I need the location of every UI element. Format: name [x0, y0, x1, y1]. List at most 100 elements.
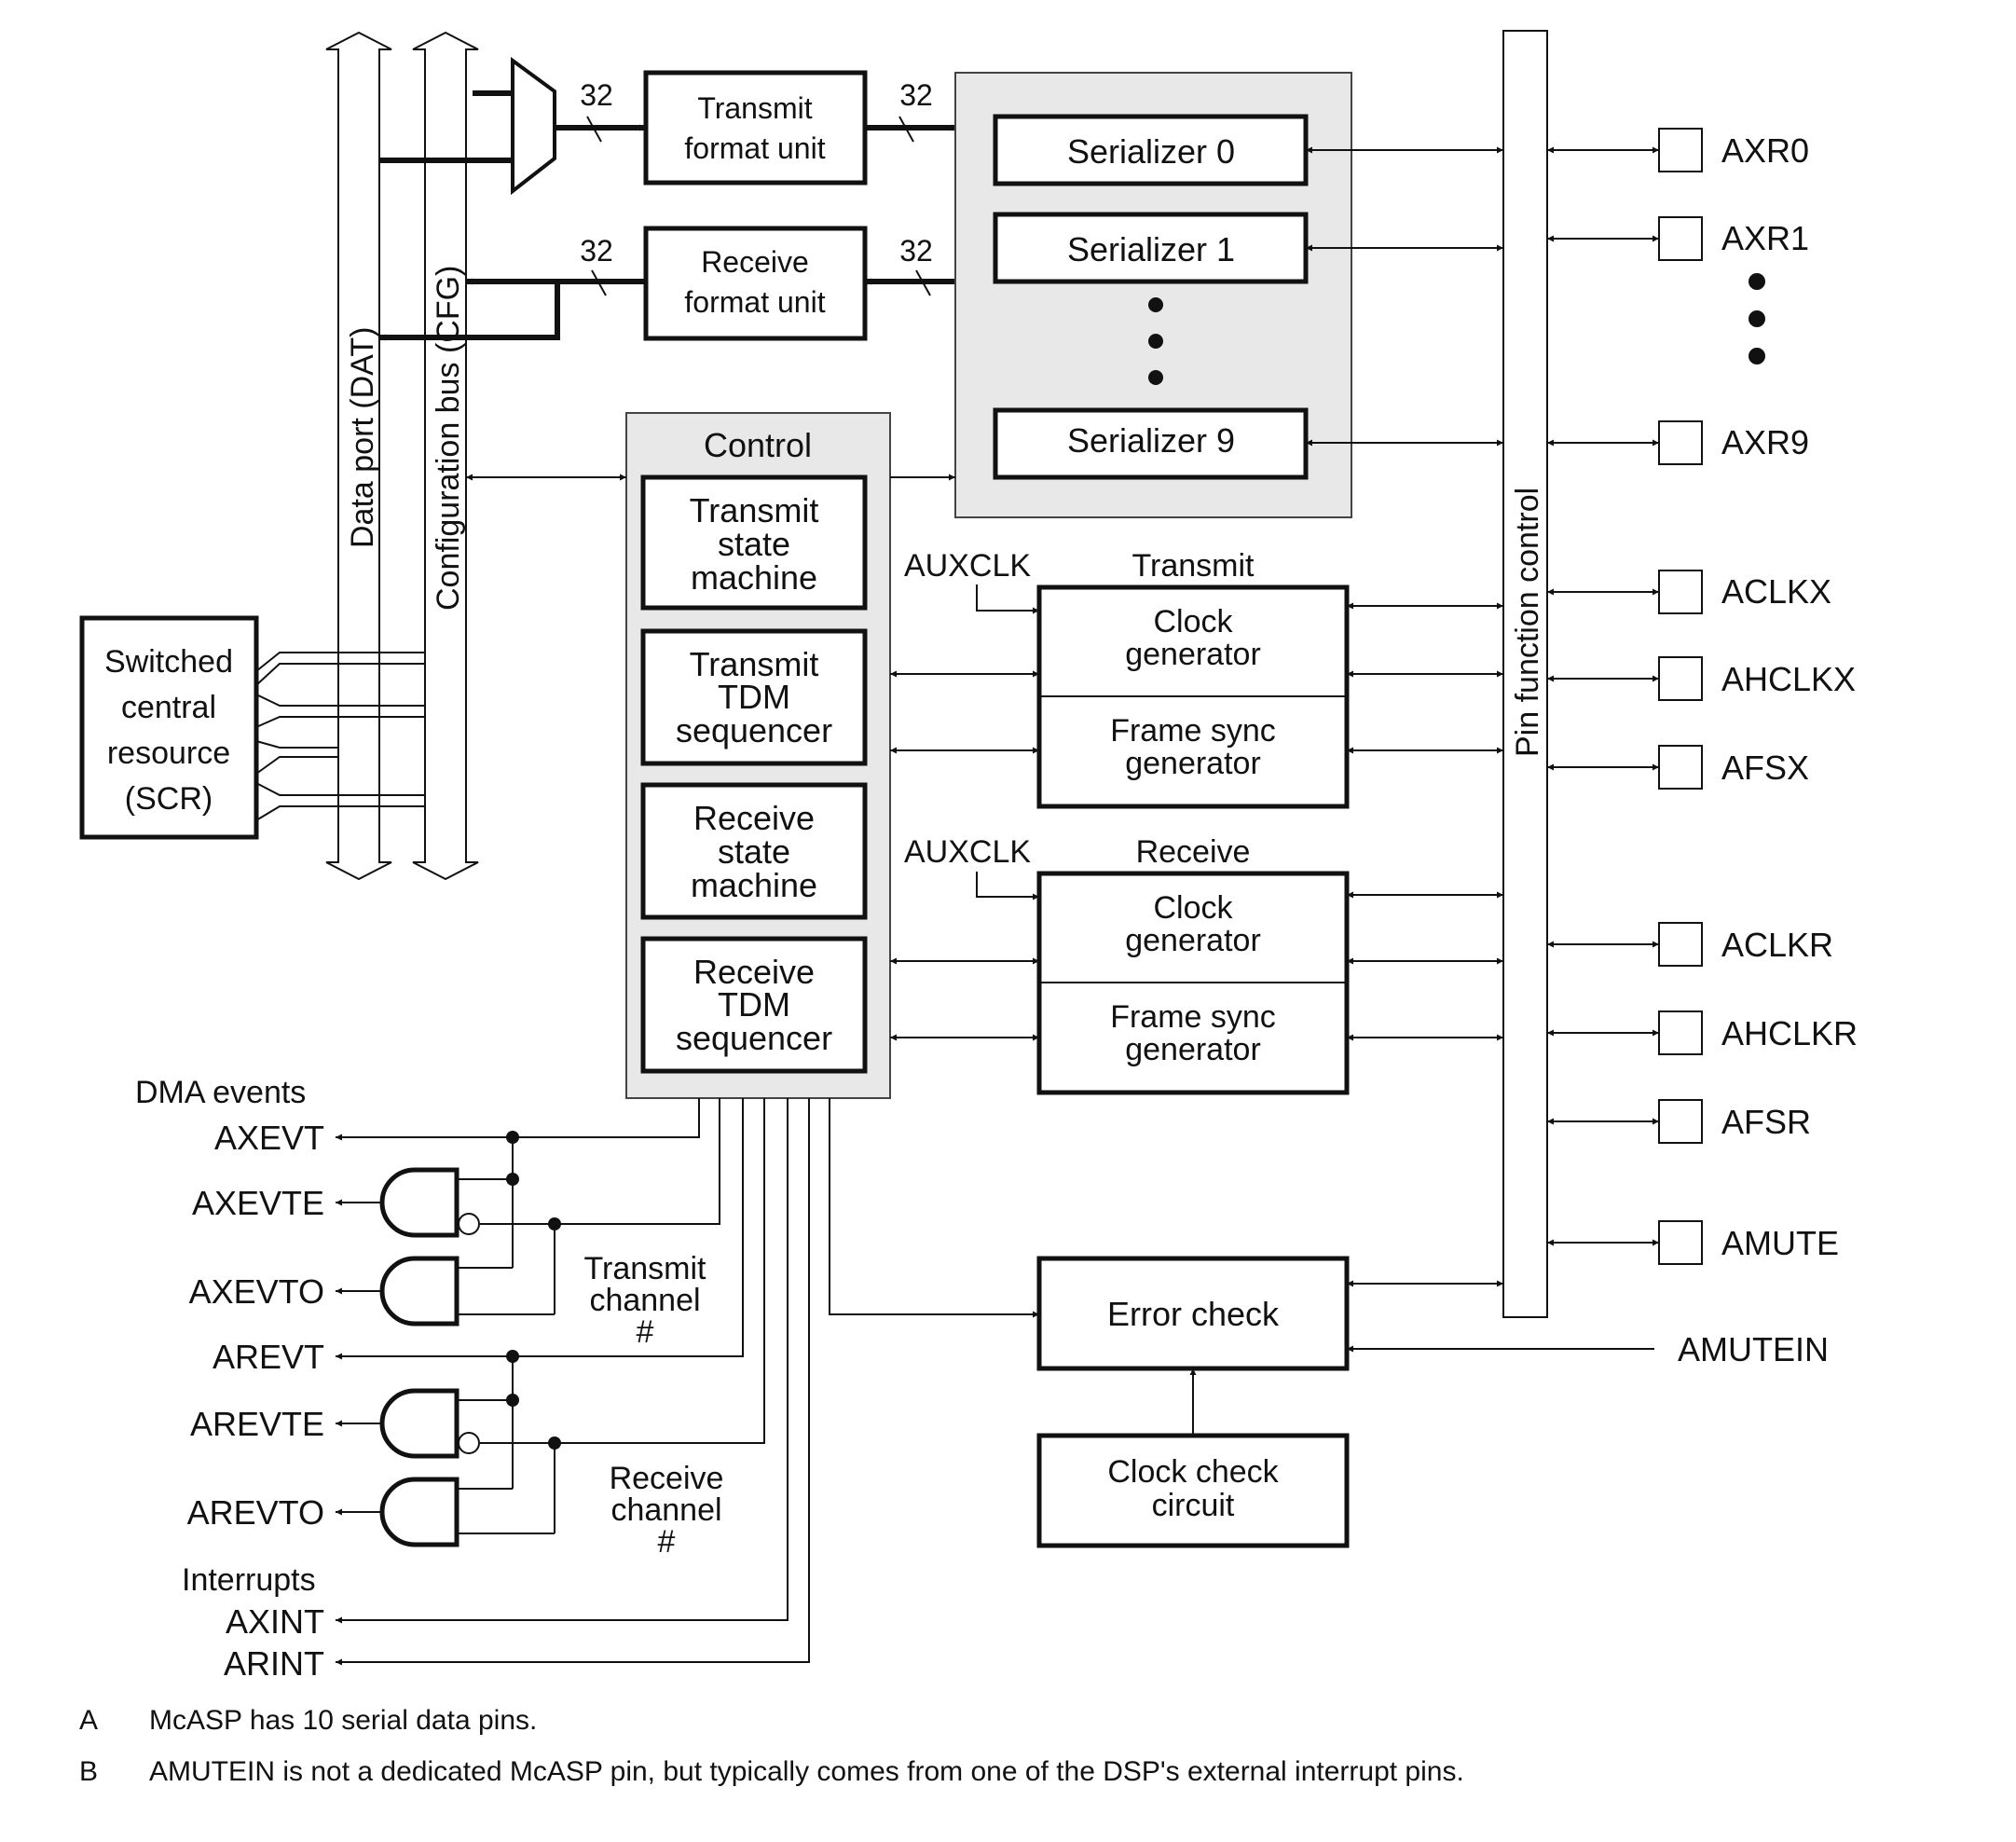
ttdm-line-3: sequencer: [676, 711, 832, 749]
dma-events-title: DMA events: [135, 1075, 306, 1110]
scr-line-2: central: [121, 690, 216, 725]
pin-box-aclkr: [1658, 922, 1703, 967]
receive-clock-title: Receive: [1136, 834, 1251, 870]
pin-box-ahclkr: [1658, 1010, 1703, 1055]
transmit-format-line-1: Transmit: [697, 91, 812, 125]
receive-auxclk: AUXCLK: [904, 834, 1031, 870]
control-title: Control: [704, 426, 812, 464]
rsm-line-3: machine: [691, 866, 817, 904]
rx-channel-line-1: Receive: [610, 1461, 724, 1496]
note-a-letter: A: [79, 1705, 98, 1736]
pin-axr0-label: AXR0: [1721, 131, 1809, 170]
pin-box-axr0: [1658, 128, 1703, 172]
and-gate-arevte: [379, 1388, 480, 1459]
data-port-bus: Data port (DAT): [325, 31, 392, 881]
receive-format-line-1: Receive: [701, 245, 809, 279]
rsm-line-1: Receive: [693, 799, 815, 837]
pin-box-axr9: [1658, 420, 1703, 465]
pin-box-amute: [1658, 1220, 1703, 1265]
ttdm-line-1: Transmit: [690, 645, 819, 683]
transmit-auxclk: AUXCLK: [904, 548, 1031, 584]
pin-aclkr-label: ACLKR: [1721, 926, 1833, 964]
evt-arevto: AREVTO: [187, 1493, 324, 1532]
error-check: Error check: [1036, 1256, 1350, 1371]
receive-format-unit: Receive format unit: [643, 226, 868, 341]
rx-frame-sync-line-2: generator: [1125, 1032, 1261, 1067]
clock-check-circuit: Clock check circuit: [1036, 1433, 1350, 1548]
pin-ahclkr-label: AHCLKR: [1721, 1014, 1858, 1052]
tx-clock-gen-line-2: generator: [1125, 637, 1261, 672]
bus-width-4: 32: [899, 234, 933, 268]
rx-frame-sync-line-1: Frame sync: [1110, 999, 1276, 1035]
receive-state-machine: [640, 782, 868, 920]
error-check-label: Error check: [1107, 1295, 1280, 1333]
receive-clock-section: AUXCLK Receive Clock generator Frame syn…: [904, 834, 1350, 1095]
note-b-text: AMUTEIN is not a dedicated McASP pin, bu…: [149, 1756, 1464, 1787]
rtdm-line-3: sequencer: [676, 1019, 832, 1057]
amutein-label: AMUTEIN: [1678, 1330, 1829, 1368]
tx-frame-sync-line-1: Frame sync: [1110, 713, 1276, 749]
pin-box-aclkx: [1658, 570, 1703, 614]
transmit-state-machine: [640, 474, 868, 611]
bus-width-2: 32: [899, 78, 933, 112]
rtdm-line-1: Receive: [693, 953, 815, 991]
rsm-line-2: state: [718, 832, 790, 871]
interrupts-title: Interrupts: [182, 1562, 316, 1598]
pin-axr9-label: AXR9: [1721, 423, 1809, 461]
pin-connections: [1547, 146, 1659, 1246]
pin-function-control-label: Pin function control: [1510, 488, 1545, 757]
event-wiring: [336, 1098, 810, 1666]
tsm-line-2: state: [718, 525, 790, 563]
transmit-tdm-sequencer: [640, 628, 868, 766]
evt-arevt: AREVT: [213, 1338, 324, 1376]
serializer-1-label: Serializer 1: [1067, 230, 1235, 268]
data-port-label: Data port (DAT): [345, 327, 380, 548]
pin-aclkx-label: ACLKX: [1721, 572, 1831, 611]
ttdm-line-2: TDM: [718, 678, 790, 716]
serializer-0-label: Serializer 0: [1067, 132, 1235, 171]
bus-width-3: 32: [580, 234, 613, 268]
notes: A McASP has 10 serial data pins. B AMUTE…: [79, 1705, 1464, 1787]
transmit-clock-section: AUXCLK Transmit Clock generator Frame sy…: [904, 548, 1350, 809]
and-gate-arevto: [379, 1477, 459, 1547]
tx-channel-line-3: #: [637, 1314, 654, 1350]
evt-axevte: AXEVTE: [192, 1184, 324, 1222]
pin-afsx-label: AFSX: [1721, 749, 1809, 787]
serializer-9: [993, 407, 1309, 480]
int-axint: AXINT: [226, 1602, 324, 1641]
scr-line-1: Switched: [104, 644, 233, 680]
pin-afsr-label: AFSR: [1721, 1103, 1811, 1141]
int-arint: ARINT: [224, 1644, 324, 1683]
evt-axevto: AXEVTO: [189, 1272, 324, 1311]
serializer-1: [993, 212, 1309, 284]
tsm-line-3: machine: [691, 558, 817, 597]
pin-list: AXR0 AXR1 AXR9 ACLKX AHCLKX AFSX ACLKR A…: [1658, 128, 1858, 1265]
serializer-connections: [1306, 146, 1503, 447]
rx-channel-line-2: channel: [610, 1492, 721, 1528]
rtdm-line-2: TDM: [718, 985, 790, 1024]
pin-box-afsx: [1658, 745, 1703, 790]
config-bus: Configuration bus (CFG): [412, 31, 479, 881]
scr-bus-connectors: [255, 652, 426, 821]
bus-width-1: 32: [580, 78, 613, 112]
pin-box-afsr: [1658, 1099, 1703, 1144]
pin-axr1-label: AXR1: [1721, 219, 1809, 257]
evt-arevte: AREVTE: [190, 1405, 324, 1443]
tx-frame-sync-line-2: generator: [1125, 746, 1261, 781]
transmit-clock-title: Transmit: [1132, 548, 1255, 584]
receive-format-line-2: format unit: [684, 285, 825, 319]
transmit-format-unit: Transmit format unit: [643, 70, 868, 186]
note-a-text: McASP has 10 serial data pins.: [149, 1705, 537, 1736]
serializer-0: [993, 114, 1309, 186]
and-gate-axevte: [379, 1167, 480, 1238]
scr-line-3: resource: [107, 735, 230, 771]
mux: [379, 57, 646, 196]
scr-line-4: (SCR): [125, 781, 213, 817]
tsm-line-1: Transmit: [690, 491, 819, 529]
receive-tdm-sequencer: [640, 936, 868, 1074]
config-bus-label: Configuration bus (CFG): [431, 266, 466, 611]
pin-ahclkx-label: AHCLKX: [1721, 660, 1856, 698]
tx-channel-line-1: Transmit: [584, 1251, 707, 1286]
clock-check-line-2: circuit: [1152, 1488, 1235, 1523]
